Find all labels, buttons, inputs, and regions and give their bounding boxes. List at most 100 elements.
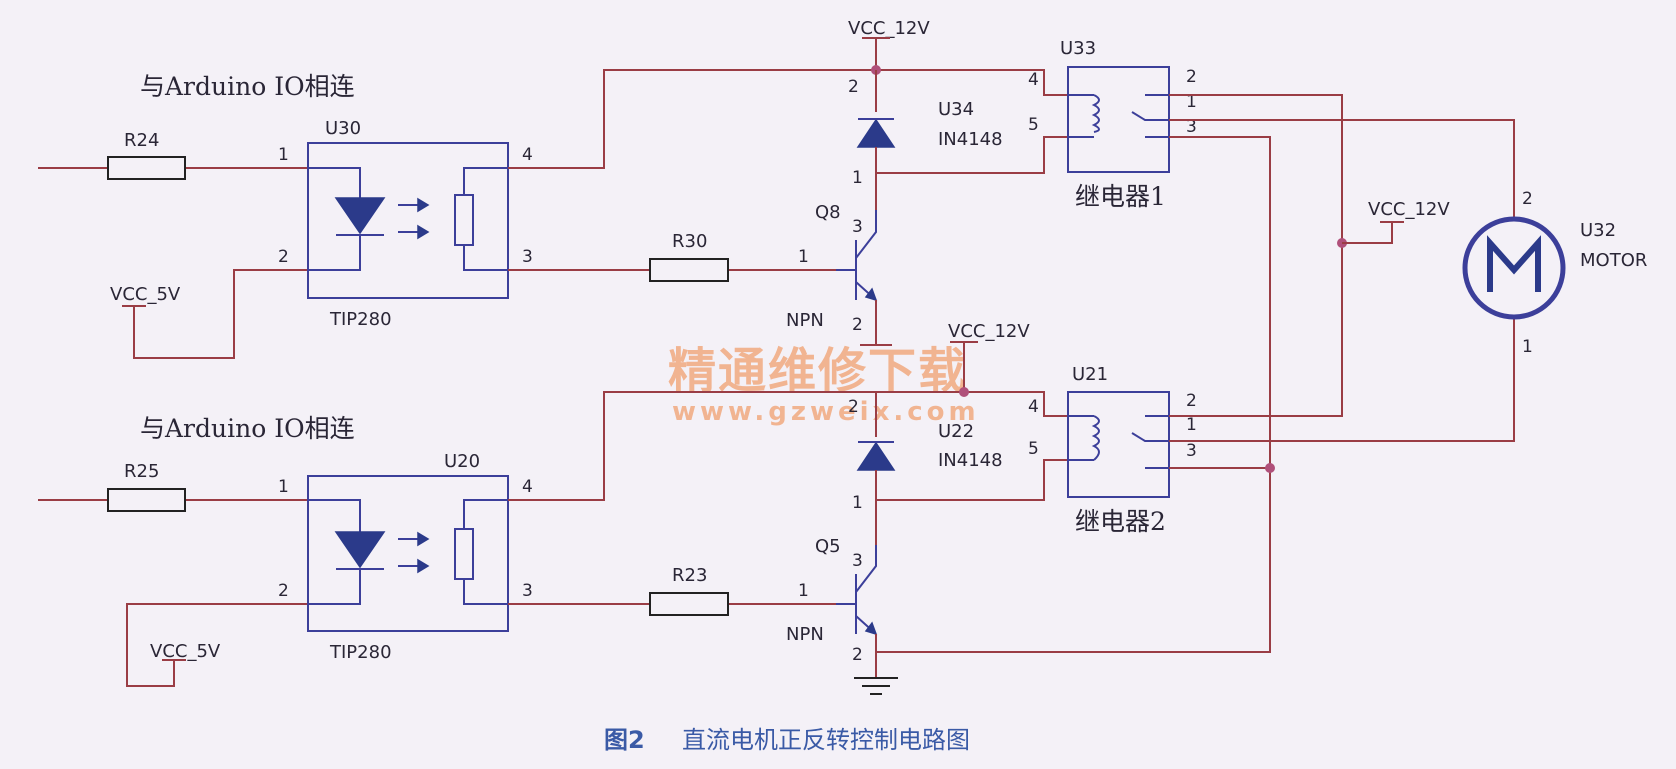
- relay-coil-icon-2: [1068, 415, 1100, 461]
- pin-5: 5: [1028, 115, 1039, 135]
- caption-title: 直流电机正反转控制电路图: [682, 726, 970, 754]
- wire-q8-ground: [860, 300, 892, 346]
- wire-relay1-motor: [1169, 119, 1515, 220]
- label-q5: Q5: [815, 536, 841, 557]
- pin-2: 2: [852, 315, 863, 335]
- arrow-icon-bottom-2: [417, 558, 430, 574]
- label-vcc5-top: VCC_5V: [110, 284, 181, 305]
- diode-icon-top: [856, 118, 896, 148]
- optocoupler-u30: [307, 142, 509, 299]
- pin-2: 2: [1186, 67, 1197, 87]
- arrow-icon-top-1: [417, 197, 430, 213]
- label-vcc12-top: VCC_12V: [848, 18, 930, 39]
- pin-3: 3: [522, 247, 533, 267]
- phototransistor-top: [454, 194, 474, 246]
- label-u22: U22: [938, 421, 974, 442]
- wire-vcc5-bottom: [126, 603, 308, 687]
- relay-coil-icon-1: [1068, 94, 1100, 138]
- label-r30: R30: [672, 231, 707, 252]
- resistor-r25: [107, 488, 186, 512]
- transistor-q5: [836, 574, 857, 634]
- label-vcc12-mid: VCC_12V: [948, 321, 1030, 342]
- watermark-text: 精通维修下载: [668, 343, 968, 399]
- wire-opto-relay1: [508, 69, 1068, 169]
- label-tip280-bottom: TIP280: [329, 642, 392, 663]
- wire-diode-relay2: [876, 459, 1068, 501]
- label-in4148-bottom: IN4148: [938, 450, 1003, 471]
- pin-5: 5: [1028, 439, 1039, 459]
- pin-2: 2: [278, 247, 289, 267]
- pin-2: 2: [1522, 189, 1533, 209]
- label-u33: U33: [1060, 38, 1096, 59]
- resistor-r23: [649, 592, 729, 616]
- pin-2: 2: [848, 77, 859, 97]
- label-vcc5-bottom: VCC_5V: [150, 641, 221, 662]
- label-npn-top: NPN: [786, 310, 824, 331]
- emitter-arrow-icon-q5: [864, 621, 878, 636]
- pin-3: 3: [1186, 441, 1197, 461]
- wire-vcc5-top: [122, 269, 308, 359]
- ground-icon: [854, 677, 898, 695]
- pin-2: 2: [848, 397, 859, 417]
- pin-4: 4: [1028, 70, 1039, 90]
- opto-led-lead-bottom: [308, 499, 361, 605]
- pin-3: 3: [852, 551, 863, 571]
- optocoupler-u20: [307, 475, 509, 632]
- relay-u21: [1067, 391, 1170, 498]
- diode-icon-bottom: [856, 441, 896, 471]
- pin-1: 1: [852, 493, 863, 513]
- phototransistor-bottom: [454, 528, 474, 580]
- pin-3: 3: [522, 581, 533, 601]
- arduino-label-bottom: 与Arduino IO相连: [140, 414, 355, 443]
- led-icon-top: [334, 197, 386, 235]
- label-motor: MOTOR: [1580, 250, 1647, 271]
- pin-1: 1: [278, 477, 289, 497]
- label-r24: R24: [124, 130, 159, 151]
- label-u21: U21: [1072, 364, 1108, 385]
- opto-led-lead-top: [308, 167, 361, 271]
- wire-relay-nc-link: [1169, 94, 1343, 417]
- pin-4: 4: [522, 477, 533, 497]
- pin-3: 3: [852, 217, 863, 237]
- relay-switch-icon-1: [1131, 94, 1169, 138]
- resistor-r30: [649, 258, 729, 282]
- label-u20: U20: [444, 451, 480, 472]
- light-arrows-top: [398, 204, 418, 233]
- motor-icon: [1487, 235, 1541, 292]
- pin-1: 1: [852, 168, 863, 188]
- label-q8: Q8: [815, 202, 841, 223]
- emitter-arrow-icon-q8: [864, 287, 878, 302]
- relay-switch-icon-2: [1131, 415, 1169, 469]
- pin-1: 1: [1186, 92, 1197, 112]
- resistor-r24: [107, 156, 186, 180]
- light-arrows-bottom: [398, 538, 418, 567]
- arduino-label-top: 与Arduino IO相连: [140, 72, 355, 101]
- label-vcc12-right: VCC_12V: [1368, 199, 1450, 220]
- label-relay2: 继电器2: [1075, 507, 1166, 536]
- opto-output-lead-bottom: [463, 499, 508, 605]
- pin-2: 2: [278, 581, 289, 601]
- junction-dot: [959, 387, 969, 397]
- wire-vcc12-mid: [950, 341, 978, 392]
- pin-1: 1: [798, 247, 809, 267]
- pin-1: 1: [1186, 415, 1197, 435]
- wire-diode-relay1: [876, 136, 1068, 174]
- label-r25: R25: [124, 461, 159, 482]
- label-relay1: 继电器1: [1075, 182, 1166, 211]
- pin-4: 4: [522, 145, 533, 165]
- wire-relay-no-ground: [876, 136, 1271, 653]
- wire-opto-relay2: [508, 391, 1068, 501]
- led-icon-bottom: [334, 531, 386, 569]
- caption-figure-number: 图2: [604, 726, 645, 754]
- label-u32: U32: [1580, 220, 1616, 241]
- arrow-icon-bottom-1: [417, 531, 430, 547]
- arrow-icon-top-2: [417, 224, 430, 240]
- pin-1: 1: [278, 145, 289, 165]
- motor-u32: [1462, 216, 1566, 320]
- wire-relay2-motor: [1169, 318, 1515, 442]
- pin-1: 1: [1522, 337, 1533, 357]
- label-in4148-top: IN4148: [938, 129, 1003, 150]
- pin-3: 3: [1186, 117, 1197, 137]
- transistor-q8: [836, 240, 857, 300]
